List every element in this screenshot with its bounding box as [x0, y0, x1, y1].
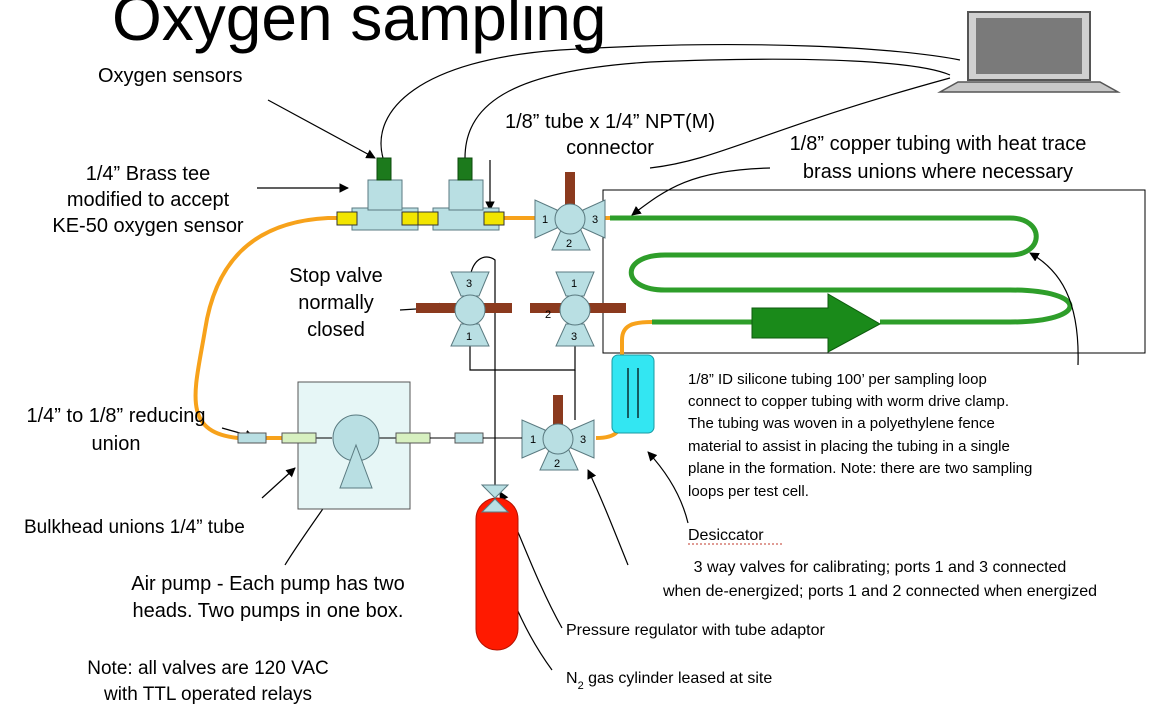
copper-tubing-loop — [610, 215, 1073, 325]
label-stop-valve-line2: normally — [298, 292, 374, 314]
port-label: 3 — [592, 214, 598, 226]
label-silicone-line4: material to assist in placing the tubing… — [688, 438, 1010, 455]
union-fitting — [417, 211, 439, 226]
nitrogen-cylinder — [475, 484, 519, 651]
label-note-line1: Note: all valves are 120 VAC — [87, 658, 329, 679]
label-oxygen-sensors: Oxygen sensors — [98, 65, 243, 87]
brass-tee-1 — [336, 157, 423, 231]
label-air-pump-line1: Air pump - Each pump has two — [131, 573, 404, 595]
regulator-icon — [480, 484, 510, 499]
three-way-valve-bottom: 1 2 3 — [521, 395, 595, 471]
sensor-cables — [380, 43, 961, 159]
label-note-line2: with TTL operated relays — [103, 684, 312, 705]
label-reducing-union-line2: union — [92, 433, 141, 455]
port-label: 2 — [566, 238, 572, 250]
label-three-way-line2: when de-energized; ports 1 and 2 connect… — [662, 583, 1097, 600]
label-bulkhead-unions: Bulkhead unions 1/4” tube — [24, 517, 245, 538]
label-reducing-union-line1: 1/4” to 1/8” reducing — [27, 405, 206, 427]
port-label: 1 — [542, 214, 548, 226]
label-brass-tee-line2: modified to accept — [67, 189, 230, 211]
label-desiccator: Desiccator — [688, 527, 764, 544]
port-label: 1 — [466, 331, 472, 343]
laptop-icon — [937, 11, 1121, 93]
label-air-pump-line2: heads. Two pumps in one box. — [133, 600, 404, 622]
oxygen-sensor-icon — [457, 157, 473, 181]
pump-base — [339, 443, 373, 489]
air-pump-box — [297, 381, 411, 510]
label-copper-line2: brass unions where necessary — [803, 161, 1073, 183]
port-label: 1 — [530, 434, 536, 446]
three-way-valve-middle-right: 1 2 3 — [530, 271, 626, 347]
label-silicone-line1: 1/8” ID silicone tubing 100’ per samplin… — [688, 371, 987, 388]
label-silicone-line2: connect to copper tubing with worm drive… — [688, 393, 1009, 410]
reducing-union — [237, 432, 267, 444]
port-label: 3 — [571, 331, 577, 343]
label-brass-tee-line1: 1/4” Brass tee — [86, 163, 211, 185]
label-connector-line2: connector — [566, 137, 654, 159]
union-fitting — [483, 211, 505, 226]
three-way-valve-top: 1 2 3 — [534, 172, 606, 251]
loop-frame — [602, 189, 1146, 354]
bottom-line-fittings — [237, 432, 522, 444]
oxygen-sensor-icon — [376, 157, 392, 181]
label-silicone-line5: plane in the formation. Note: there are … — [688, 460, 1032, 477]
label-copper-line1: 1/8” copper tubing with heat trace — [790, 133, 1087, 155]
port-label: 2 — [554, 458, 560, 470]
label-three-way-line1: 3 way valves for calibrating; ports 1 an… — [694, 559, 1067, 576]
stop-valve: 3 1 — [416, 271, 512, 347]
reducing-union — [454, 432, 484, 444]
label-silicone-line6: loops per test cell. — [688, 483, 809, 500]
label-silicone-line3: The tubing was woven in a polyethylene f… — [688, 415, 995, 432]
label-brass-tee-line3: KE-50 oxygen sensor — [52, 215, 244, 237]
port-label: 3 — [580, 434, 586, 446]
union-fitting — [336, 211, 358, 226]
port-label: 1 — [571, 278, 577, 290]
valve-handle — [565, 172, 575, 208]
label-stop-valve-line1: Stop valve — [289, 265, 382, 287]
desiccator — [611, 354, 655, 434]
bulkhead-union — [281, 432, 317, 444]
bulkhead-union — [395, 432, 431, 444]
label-n2-cylinder: N2 gas cylinder leased at site — [566, 670, 772, 692]
flow-direction-arrow-icon — [751, 293, 882, 353]
label-stop-valve-line3: closed — [307, 319, 365, 341]
label-connector-line1: 1/8” tube x 1/4” NPT(M) — [505, 111, 715, 133]
label-pressure-regulator: Pressure regulator with tube adaptor — [566, 622, 825, 639]
page-title: Oxygen sampling — [112, 0, 606, 54]
port-label: 2 — [545, 309, 551, 321]
port-label: 3 — [466, 278, 472, 290]
valve-handle — [553, 395, 563, 437]
brass-tee-2 — [417, 157, 505, 231]
